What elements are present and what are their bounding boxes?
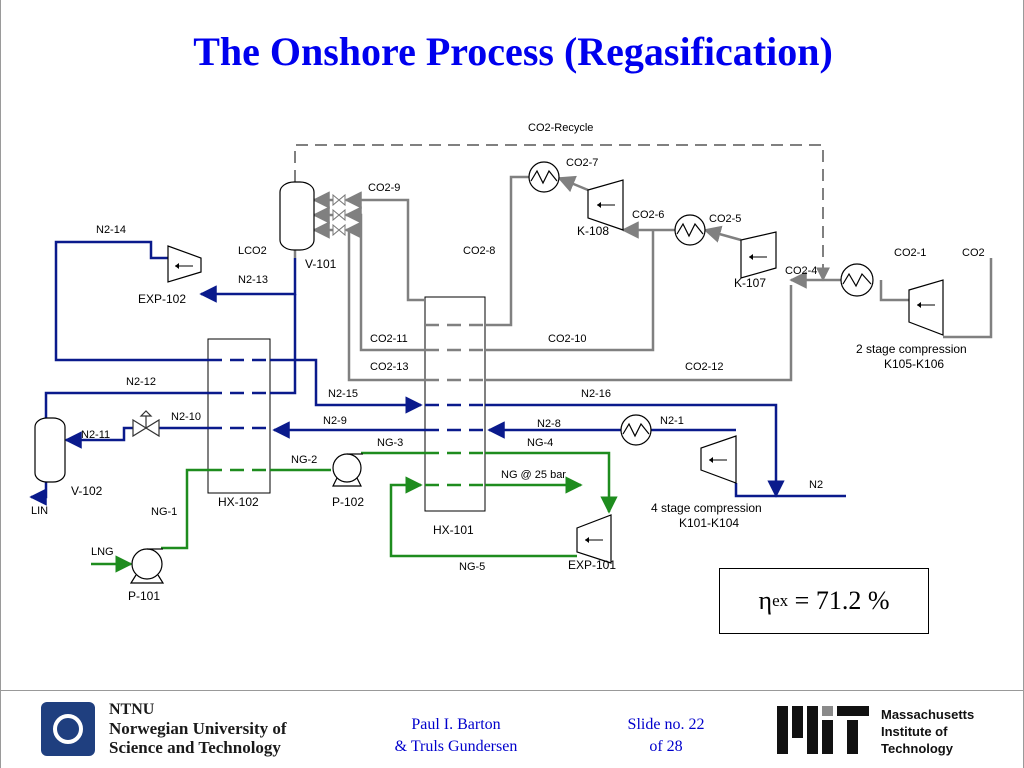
label-n2-14: N2-14: [96, 224, 126, 236]
label-co2-11: CO2-11: [370, 333, 408, 345]
slide-number-line2: of 28: [649, 738, 683, 755]
pump-p101: [129, 548, 165, 584]
compressor-k101-k104: [700, 435, 737, 484]
label-n2-15: N2-15: [328, 388, 358, 400]
co2-lines: [293, 175, 993, 382]
label-k108: K-108: [577, 224, 609, 238]
mit-logo: [777, 706, 869, 754]
vessel-v101: [279, 181, 315, 251]
ntnu-logo: [41, 702, 95, 756]
label-lin: LIN: [31, 505, 48, 517]
mit-wordmark: Massachusetts Institute of Technology: [881, 706, 974, 757]
label-co2-compression-2: K105-K106: [884, 357, 944, 371]
ng-lines: [91, 451, 618, 573]
label-co2-recycle: CO2-Recycle: [528, 122, 593, 134]
co2-recycle-line: [294, 144, 830, 282]
label-lng: LNG: [91, 546, 114, 558]
label-ng-2: NG-2: [291, 454, 317, 466]
label-n2-11: N2-11: [81, 429, 110, 441]
hx-102: [207, 338, 271, 494]
label-k107: K-107: [734, 276, 766, 290]
label-co2-13: CO2-13: [370, 361, 409, 373]
label-ng-3: NG-3: [377, 437, 403, 449]
hx101-co2-dashes: [425, 323, 485, 382]
ntnu-wordmark: NTNU Norwegian University of Science and…: [109, 700, 287, 757]
compressor-k108: [587, 179, 624, 231]
slide-number: Slide no. 22 of 28: [601, 714, 731, 758]
label-hx101: HX-101: [433, 523, 474, 537]
label-n2-12: N2-12: [126, 376, 156, 388]
label-co2-5: CO2-5: [709, 213, 741, 225]
cooler-n2-1: [620, 414, 652, 446]
label-p101: P-101: [128, 589, 160, 603]
label-n2-10: N2-10: [171, 411, 201, 423]
expander-exp102: [167, 245, 202, 283]
label-n2-8: N2-8: [537, 418, 561, 430]
compressor-k107: [740, 231, 777, 279]
label-n2-compression-2: K101-K104: [679, 516, 739, 530]
label-n2-13: N2-13: [238, 274, 268, 286]
mit-line2: Institute of: [881, 724, 948, 739]
cooler-co2-7: [528, 161, 560, 193]
label-n2-9: N2-9: [323, 415, 347, 427]
label-p102: P-102: [332, 495, 364, 509]
label-exp102: EXP-102: [138, 292, 186, 306]
label-co2-7: CO2-7: [566, 157, 598, 169]
label-co2-10: CO2-10: [548, 333, 587, 345]
n2-dashes: [208, 358, 485, 432]
cooler-co2-4: [840, 263, 874, 297]
label-co2-8: CO2-8: [463, 245, 495, 257]
label-exp101: EXP-101: [568, 558, 616, 572]
label-co2-1: CO2-1: [894, 247, 926, 259]
mit-line3: Technology: [881, 741, 953, 756]
label-ng-25bar: NG @ 25 bar: [501, 469, 566, 481]
slide-number-line1: Slide no. 22: [627, 716, 705, 733]
footer-divider: [1, 690, 1023, 691]
expander-exp101: [576, 514, 612, 564]
ntnu-line1: Norwegian University of: [109, 719, 287, 738]
mit-line1: Massachusetts: [881, 707, 975, 722]
author-credit: Paul I. Barton & Truls Gundersen: [361, 714, 551, 758]
label-co2-12: CO2-12: [685, 361, 724, 373]
label-co2-compression-1: 2 stage compression: [856, 342, 967, 356]
ng-dashes: [208, 451, 485, 487]
eta-subscript: ex: [772, 591, 789, 610]
valve-n2-10: [132, 410, 160, 438]
label-co2-9: CO2-9: [368, 182, 400, 194]
eta-symbol: η: [758, 586, 773, 615]
label-n2-16: N2-16: [581, 388, 611, 400]
valves-v101: [332, 193, 346, 237]
ntnu-line2: Science and Technology: [109, 738, 281, 757]
author-line2: & Truls Gundersen: [394, 738, 518, 755]
label-v102: V-102: [71, 484, 103, 498]
label-v101: V-101: [305, 257, 337, 271]
author-line1: Paul I. Barton: [411, 716, 501, 733]
label-co2-4: CO2-4: [785, 265, 817, 277]
label-hx102: HX-102: [218, 495, 259, 509]
label-ng-5: NG-5: [459, 561, 485, 573]
pump-p102: [332, 453, 363, 487]
cooler-co2-5: [674, 214, 706, 246]
label-ng-1: NG-1: [151, 506, 177, 518]
label-n2-1: N2-1: [660, 415, 684, 427]
slide-title: The Onshore Process (Regasification): [193, 29, 833, 74]
eta-value: = 71.2 %: [788, 586, 890, 615]
process-flow-diagram: CO2-Recycle CO2-7 CO2-9 CO2-6 CO2-5 CO2-…: [29, 122, 993, 603]
label-n2-compression-1: 4 stage compression: [651, 501, 762, 515]
label-co2: CO2: [962, 247, 985, 259]
label-ng-4: NG-4: [527, 437, 553, 449]
label-co2-6: CO2-6: [632, 209, 664, 221]
compressor-k105-k106: [908, 279, 944, 336]
ntnu-abbr: NTNU: [109, 701, 155, 718]
n2-lines: [29, 240, 846, 506]
vessel-v102: [34, 417, 66, 483]
label-n2: N2: [809, 479, 823, 491]
label-lco2: LCO2: [238, 245, 267, 257]
